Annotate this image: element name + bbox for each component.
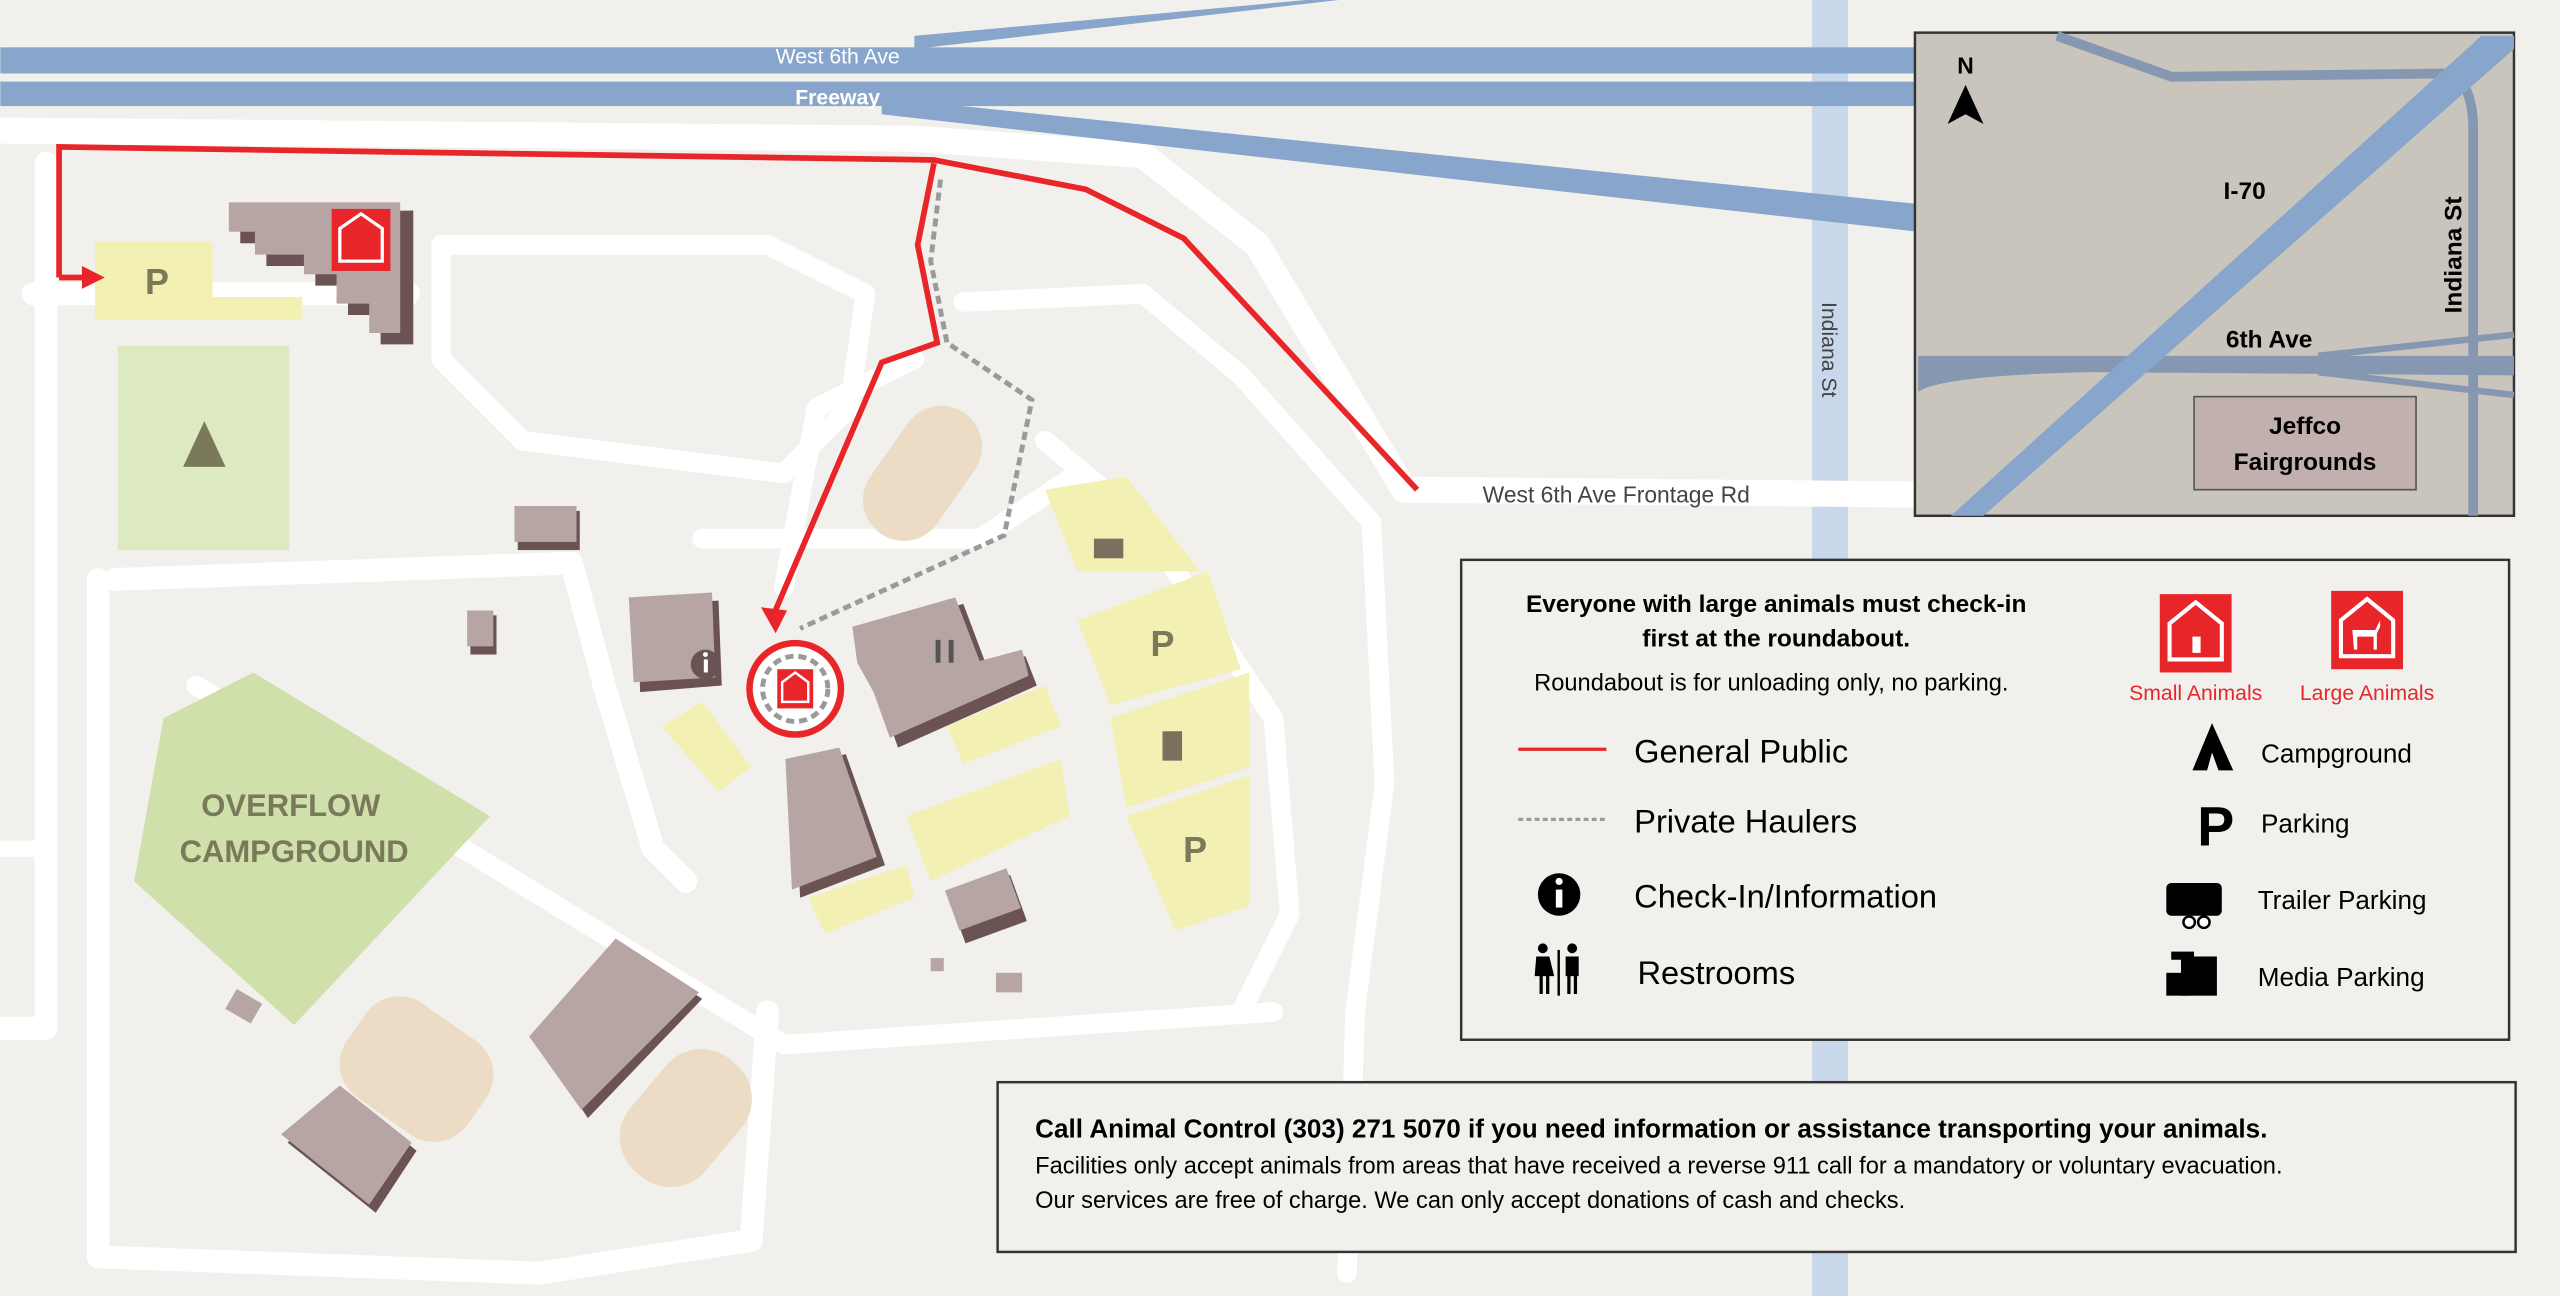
svg-text:Our services are free of charg: Our services are free of charge. We can … (1035, 1188, 1905, 1214)
campground-legend-icon (2192, 723, 2234, 771)
svg-text:Jeffco: Jeffco (2269, 413, 2341, 440)
animal-control-headline: Call Animal Control (303) 271 5070 if yo… (1035, 1114, 2267, 1144)
freeway-label: Freeway (795, 86, 880, 109)
svg-text:Parking: Parking (2261, 808, 2350, 838)
legend-panel: Everyone with large animals must check-i… (1459, 558, 2511, 1041)
restrooms-legend-icon (1534, 943, 1579, 996)
north-arrow-icon (1947, 84, 1984, 125)
arenas (339, 405, 983, 1188)
svg-text:P: P (1183, 830, 1207, 870)
roundabout (746, 639, 845, 738)
campground-area (117, 346, 290, 551)
trailer-parking-icon (1093, 538, 1124, 559)
tent-icon (183, 421, 226, 467)
info-icon (690, 649, 721, 680)
general-public-route (56, 144, 1420, 634)
restroom-icon (935, 639, 954, 663)
media-camera-legend-icon (2166, 951, 2217, 996)
svg-text:I-70: I-70 (2224, 178, 2266, 205)
frontage-rd-label: West 6th Ave Frontage Rd (1483, 482, 1750, 508)
svg-text:Private Haulers: Private Haulers (1634, 802, 1857, 839)
svg-text:P: P (145, 262, 169, 302)
private-haulers-route (799, 179, 1035, 631)
svg-text:Restrooms: Restrooms (1637, 954, 1795, 991)
buildings (225, 202, 1037, 1213)
svg-text:Facilities only accept animals: Facilities only accept animals from area… (1035, 1154, 2282, 1180)
large-animals-legend-icon (2331, 590, 2403, 670)
small-animals-legend-icon (2159, 594, 2232, 673)
inset-locator-map: N I-70 6th Ave Indiana St Jeffco Fairgro… (1913, 31, 2516, 518)
svg-text:Small Animals: Small Animals (2129, 682, 2262, 705)
svg-text:Trailer Parking: Trailer Parking (2258, 885, 2427, 915)
parking-areas: P P P (94, 241, 1249, 934)
freeway: West 6th Ave Freeway West 6th Ave Fronta… (0, 0, 1919, 508)
parking-legend-icon: P (2197, 796, 2234, 858)
media-parking-icon (1162, 731, 1183, 761)
west-6th-ave-label: West 6th Ave (776, 46, 900, 69)
legend-notice: Everyone with large animals must check-i… (1526, 591, 2026, 618)
svg-text:Indiana St: Indiana St (2441, 196, 2468, 313)
small-animals-shelter-icon (331, 208, 391, 271)
svg-text:6th Ave: 6th Ave (2226, 327, 2313, 354)
animal-control-notice: Call Animal Control (303) 271 5070 if yo… (996, 1080, 2517, 1254)
svg-text:Media Parking: Media Parking (2258, 962, 2425, 992)
svg-text:Large Animals: Large Animals (2300, 682, 2434, 705)
svg-text:Roundabout is for unloading on: Roundabout is for unloading only, no par… (1534, 670, 2008, 696)
svg-text:first at the roundabout.: first at the roundabout. (1642, 625, 1910, 652)
overflow-campground: OVERFLOW CAMPGROUND (134, 672, 490, 1026)
svg-text:Fairgrounds: Fairgrounds (2234, 449, 2377, 476)
indiana-st-label: Indiana St (1817, 302, 1840, 398)
north-label: N (1957, 52, 1973, 78)
trailer-legend-icon (2166, 883, 2222, 930)
svg-text:P: P (1151, 624, 1175, 664)
svg-text:CAMPGROUND: CAMPGROUND (180, 834, 409, 869)
svg-text:Check-In/Information: Check-In/Information (1634, 878, 1937, 915)
svg-text:OVERFLOW: OVERFLOW (201, 788, 381, 823)
svg-text:General Public: General Public (1634, 732, 1848, 769)
info-legend-icon (1537, 873, 1581, 916)
svg-text:Campground: Campground (2261, 738, 2412, 768)
